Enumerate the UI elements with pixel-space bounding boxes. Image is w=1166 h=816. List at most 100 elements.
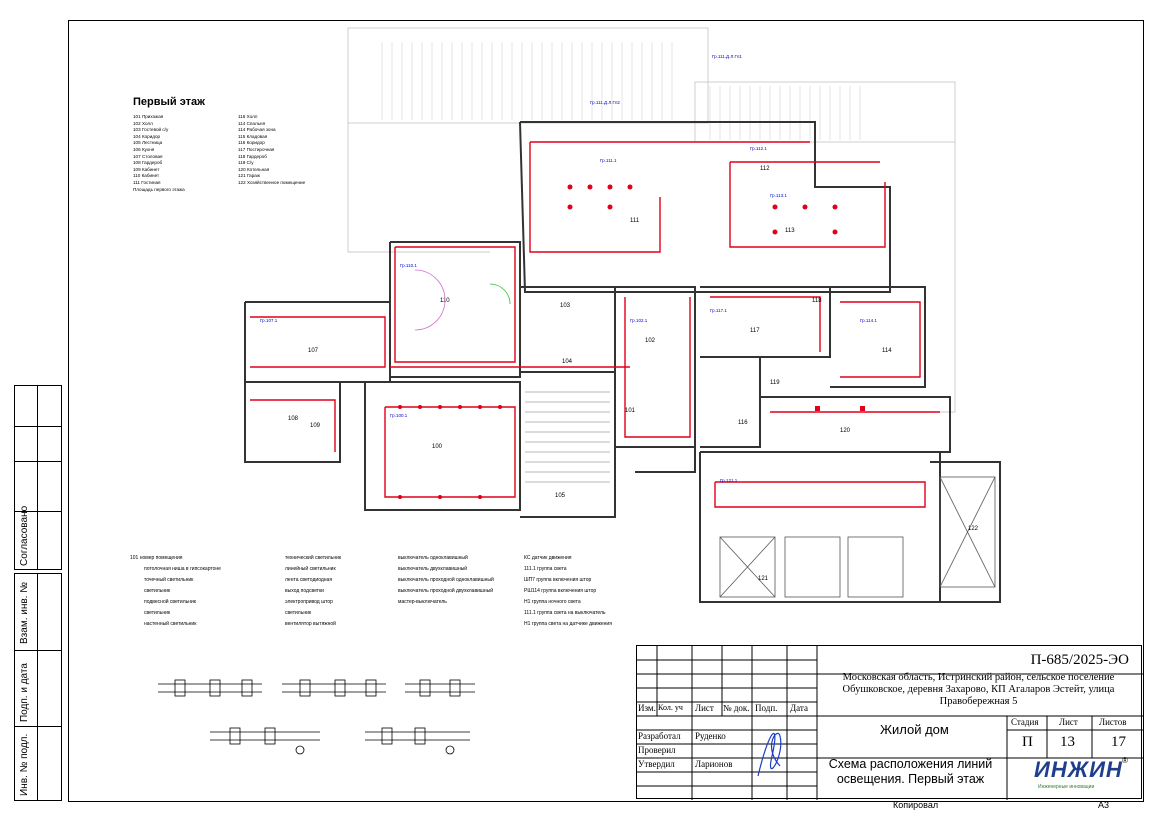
col-header-sign: Подп. <box>755 703 778 713</box>
col-header-doc: № док. <box>723 703 750 713</box>
group-labels: Гр.111.1 Гр.112.1 Гр.113.1Гр.110.1 Гр.107… <box>260 54 877 483</box>
legend-item: выключатель двухклавишный <box>398 566 468 572</box>
symbol-legend-mid: технический светильник линейный светильн… <box>285 553 341 630</box>
legend-item: Н1 группа света на датчике движения <box>524 621 612 627</box>
svg-text:Гр.107.1: Гр.107.1 <box>260 318 278 323</box>
legend-item: светильник <box>285 610 312 616</box>
object-name: Жилой дом <box>880 722 949 737</box>
svg-text:103: 103 <box>560 303 571 309</box>
svg-text:Гр.111.Д.Л.Гп2: Гр.111.Д.Л.Гп2 <box>590 100 620 105</box>
legend-item: светильник <box>144 588 171 594</box>
legend-item: 101 номер помещения <box>130 555 183 561</box>
svg-text:101: 101 <box>625 408 636 414</box>
symbol-legend-right: выключатель одноклавишный выключатель дв… <box>398 553 494 608</box>
registered-icon: ® <box>1122 756 1128 765</box>
role-checked: Проверил <box>638 745 676 755</box>
svg-text:118: 118 <box>812 298 822 304</box>
legend-item: настенный светильник <box>144 621 197 627</box>
symbol-legend-left: 101 номер помещения потолочная ниша в ги… <box>130 553 221 630</box>
col-header-date: Дата <box>790 703 808 713</box>
legend-item: 111.1 группа света <box>524 566 567 572</box>
svg-text:Гр.117.1: Гр.117.1 <box>710 308 727 313</box>
svg-text:111: 111 <box>630 218 640 224</box>
door-arc <box>414 269 446 331</box>
margin-label-approved: Согласовано <box>19 505 30 566</box>
legend-item: потолочная ниша в гипсокартоне <box>144 566 221 572</box>
legend-item: точечный светильник <box>144 577 194 583</box>
terrace-outline <box>347 27 956 413</box>
legend-item: выход подсветки <box>285 588 324 594</box>
company-logo: ИНЖИН ® Инженерные инновации <box>1012 756 1136 796</box>
walls <box>244 121 1001 603</box>
svg-text:119: 119 <box>770 380 780 386</box>
legend-item: выключатель одноклавишный <box>398 555 468 561</box>
sheet-label: Лист <box>1059 717 1078 727</box>
svg-text:105: 105 <box>555 493 566 499</box>
sheet-value: 13 <box>1060 734 1075 750</box>
svg-text:Гр.100.1: Гр.100.1 <box>390 413 408 418</box>
col-header-sheet: Лист <box>695 703 714 713</box>
svg-text:Гр.121.1: Гр.121.1 <box>720 478 738 483</box>
margin-label-inv: Инв. № подл. <box>19 733 30 796</box>
legend-item: линейный светильник <box>285 566 336 572</box>
terrace-hatch <box>381 42 861 140</box>
svg-text:107: 107 <box>308 348 319 354</box>
svg-text:Гр.110.1: Гр.110.1 <box>400 263 417 268</box>
logo-name: ИНЖИН <box>1034 757 1123 782</box>
legend-item: вентилятор вытяжной <box>285 621 336 627</box>
staircase <box>525 391 610 483</box>
margin-label-sign: Подп. и дата <box>19 663 30 722</box>
signature <box>757 732 782 777</box>
format-label: А3 <box>1098 800 1110 810</box>
symbol-legend-far: КС датчик движения 111.1 группа света ШП… <box>524 553 612 630</box>
svg-text:102: 102 <box>645 338 656 344</box>
svg-text:Гр.114.1: Гр.114.1 <box>860 318 877 323</box>
col-header-qty: Кол. уч <box>658 703 683 712</box>
document-code: П-685/2025-ЭО <box>1030 652 1129 668</box>
stage-value: П <box>1022 734 1033 750</box>
margin-inventory-box: Взам. инв. № Подп. и дата Инв. № подл. <box>14 573 62 801</box>
legend-item: выключатель проходной двухклавишный <box>398 588 494 594</box>
sheets-label: Листов <box>1099 717 1127 727</box>
title-block: Изм. Кол. уч Лист № док. Подп. Дата Разр… <box>636 645 1143 800</box>
svg-text:121: 121 <box>758 576 769 582</box>
room-row: Площадь первого этажа <box>133 186 185 192</box>
svg-text:108: 108 <box>288 416 299 422</box>
svg-text:100: 100 <box>432 444 443 450</box>
svg-text:117: 117 <box>750 328 760 334</box>
svg-text:113: 113 <box>785 228 795 234</box>
col-header-change: Изм. <box>638 703 656 713</box>
svg-text:Гр.112.1: Гр.112.1 <box>750 146 767 151</box>
svg-text:Гр.113.1: Гр.113.1 <box>770 193 787 198</box>
sheet-frame <box>68 20 1144 802</box>
logo-subtitle: Инженерные инновации <box>1038 784 1095 790</box>
legend-item: ШП7 группа включения штор <box>524 577 592 583</box>
svg-text:109: 109 <box>310 423 321 429</box>
legend-item: КС датчик движения <box>524 555 572 561</box>
svg-text:Гр.102.1: Гр.102.1 <box>630 318 648 323</box>
name-developer: Руденко <box>695 731 726 741</box>
svg-text:122: 122 <box>968 526 979 532</box>
lighting-lines <box>250 141 940 508</box>
svg-text:114: 114 <box>882 348 892 354</box>
legend-item: мастер-выключатель <box>398 599 447 605</box>
switching-diagrams <box>158 679 475 755</box>
svg-text:Гр.111.1: Гр.111.1 <box>600 158 617 163</box>
sheet-title: Схема расположения линий освещения. Перв… <box>828 757 993 786</box>
legend-item: технический светильник <box>285 555 342 561</box>
legend-item: Н1 группа ночного света <box>524 599 581 605</box>
role-developed: Разработал <box>638 731 681 741</box>
copied-label: Копировал <box>893 800 939 810</box>
margin-label-replace: Взам. инв. № <box>19 582 30 644</box>
